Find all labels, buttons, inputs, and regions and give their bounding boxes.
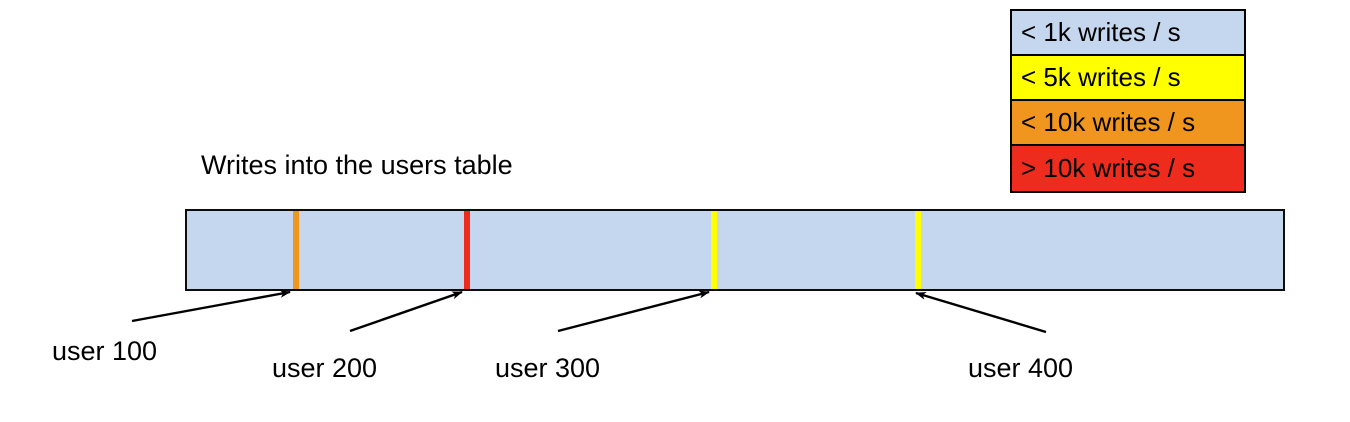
legend-row-lt-1k: < 1k writes / s	[1012, 11, 1244, 56]
user-400-label: user 400	[968, 353, 1074, 383]
user-400-stripe	[915, 211, 921, 289]
user-200-stripe	[464, 211, 470, 289]
user-100-arrow	[131, 289, 291, 323]
user-200-arrow	[349, 290, 463, 333]
legend-row-lt-10k: < 10k writes / s	[1012, 101, 1244, 146]
users-table-bar	[185, 209, 1285, 291]
legend-row-lt-5k: < 5k writes / s	[1012, 56, 1244, 101]
user-100-label: user 100	[52, 336, 158, 366]
user-300-label: user 300	[495, 353, 601, 383]
legend-label-gt-10k: > 10k writes / s	[1021, 153, 1196, 183]
legend-label-lt-5k: < 5k writes / s	[1021, 62, 1181, 92]
bar-title: Writes into the users table	[201, 150, 513, 180]
user-200-label: user 200	[272, 353, 378, 383]
user-300-stripe	[711, 211, 717, 289]
write-rate-legend: < 1k writes / s < 5k writes / s < 10k wr…	[1010, 9, 1246, 193]
legend-label-lt-10k: < 10k writes / s	[1021, 107, 1196, 137]
user-400-arrow	[915, 291, 1047, 334]
user-100-stripe	[293, 211, 299, 289]
legend-label-lt-1k: < 1k writes / s	[1021, 17, 1181, 47]
user-300-arrow	[557, 290, 710, 333]
legend-row-gt-10k: > 10k writes / s	[1012, 146, 1244, 191]
